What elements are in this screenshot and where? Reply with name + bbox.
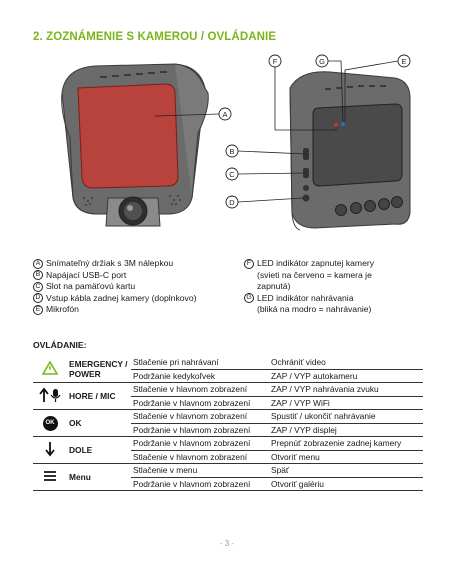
callout-c: C (229, 170, 235, 179)
control-name: Menu (67, 463, 131, 491)
controls-table: EMERGENCY / POWER Stlačenie pri nahrávan… (33, 356, 423, 491)
section-heading: 2. ZOZNÁMENIE S KAMEROU / OVLÁDANIE (33, 31, 277, 43)
control-action: Podržanie v hlavnom zobrazení (131, 477, 269, 491)
table-row: Podržanie kedykoľvek ZAP / VYP autokamer… (33, 369, 423, 383)
control-action: Podržanie v hlavnom zobrazení (131, 436, 269, 451)
legend-badge: C (33, 281, 43, 292)
table-row: Podržanie v hlavnom zobrazení Otvoriť ga… (33, 477, 423, 491)
dashcam-illustration: A B C D E F G (61, 54, 411, 231)
warning-triangle-icon (33, 356, 67, 383)
control-action: Stlačenie v hlavnom zobrazení (131, 409, 269, 424)
table-row: Podržanie v hlavnom zobrazení ZAP / VYP … (33, 423, 423, 437)
control-result: Otvoriť galériu (269, 477, 423, 491)
callout-badges: A B C D E F G (218, 54, 411, 209)
callout-e: E (401, 57, 406, 66)
control-name: DOLE (67, 436, 131, 464)
table-row: DOLE Podržanie v hlavnom zobrazení Prepn… (33, 436, 423, 464)
arrow-down-icon (33, 436, 67, 464)
table-row: Podržanie v hlavnom zobrazení ZAP / VYP … (33, 396, 423, 410)
legend-badge: A (33, 258, 43, 269)
control-result: Prepnúť zobrazenie zadnej kamery (269, 436, 423, 451)
callout-b: B (229, 147, 234, 156)
ok-icon: OK (33, 409, 67, 437)
control-result: ZAP / VYP WiFi (269, 396, 423, 410)
control-action: Podržanie kedykoľvek (131, 369, 269, 383)
table-row: OK OK Stlačenie v hlavnom zobrazení Spus… (33, 409, 423, 437)
page-number: - 3 - (219, 539, 235, 548)
camera-right-view (289, 71, 411, 231)
control-result: ZAP / VYP displej (269, 423, 423, 437)
control-name: EMERGENCY / POWER (67, 356, 131, 383)
control-action: Stlačenie pri nahrávaní (131, 356, 269, 370)
control-action: Stlačenie v hlavnom zobrazení (131, 450, 269, 464)
camera-left-view (61, 63, 209, 227)
control-result: ZAP / VYP nahrávania zvuku (269, 382, 423, 397)
control-result: Spustiť / ukončiť nahrávanie (269, 409, 423, 424)
arrow-up-mic-icon (33, 382, 67, 410)
control-result: Späť (269, 463, 423, 478)
callout-d: D (229, 198, 235, 207)
control-result: Otvoriť menu (269, 450, 423, 464)
controls-title: OVLÁDANIE: (33, 340, 87, 350)
menu-icon (33, 463, 67, 491)
control-result: Ochrániť video (269, 356, 423, 370)
control-result: ZAP / VYP autokameru (269, 369, 423, 383)
callout-a: A (222, 110, 227, 119)
table-row: HORE / MIC Stlačenie v hlavnom zobrazení… (33, 382, 423, 410)
callout-f: F (273, 57, 278, 66)
control-name: OK (67, 409, 131, 437)
legend-badge: E (33, 304, 43, 315)
control-name: HORE / MIC (67, 382, 131, 410)
control-action: Stlačenie v menu (131, 463, 269, 478)
table-row: Stlačenie v hlavnom zobrazení Otvoriť me… (33, 450, 423, 464)
control-action: Stlačenie v hlavnom zobrazení (131, 382, 269, 397)
legend-badge: B (33, 270, 43, 281)
table-row: Menu Stlačenie v menu Späť (33, 463, 423, 491)
legend-badge: G (244, 293, 254, 304)
control-action: Podržanie v hlavnom zobrazení (131, 396, 269, 410)
callout-g: G (319, 57, 325, 66)
legend-badge: D (33, 293, 43, 304)
control-action: Podržanie v hlavnom zobrazení (131, 423, 269, 437)
table-row: EMERGENCY / POWER Stlačenie pri nahrávan… (33, 356, 423, 383)
legend-badge: F (244, 258, 254, 269)
